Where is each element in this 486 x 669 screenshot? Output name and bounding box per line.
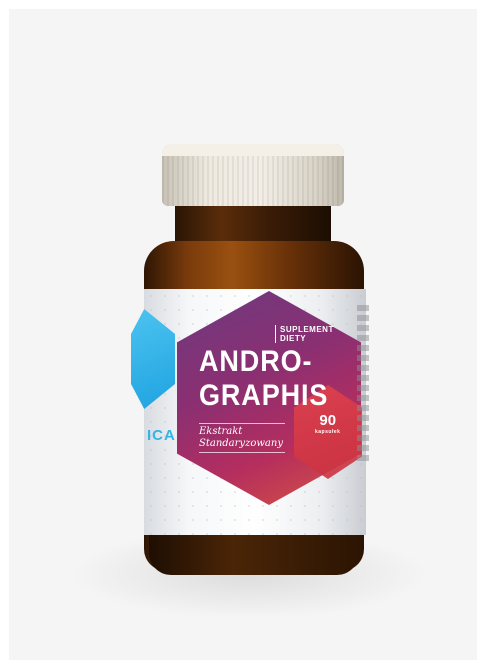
capsule-count-unit: kapsułek	[315, 429, 341, 435]
label-side-text	[357, 305, 369, 465]
subtitle-line-1: Ekstrakt	[199, 426, 243, 437]
product-name-line-1: ANDRO-	[199, 345, 313, 378]
capsule-count: 90 kapsułek	[315, 413, 340, 436]
subtitle-rule-top	[199, 423, 285, 424]
bottle-cap-top	[162, 144, 344, 156]
capsule-count-number: 90	[319, 412, 337, 429]
category-line-1: SUPLEMENT	[280, 325, 334, 334]
product-name: ANDRO- GRAPHIS	[199, 345, 328, 413]
jar-bottom	[149, 529, 359, 575]
label-accent-hexagon	[294, 385, 362, 479]
product-subtitle: Ekstrakt Standaryzowany	[199, 421, 285, 455]
category-label: SUPLEMENT DIETY	[275, 325, 334, 343]
category-line-2: DIETY	[280, 334, 307, 343]
product-photo: ICA SUPLEMENT DIETY ANDRO- GRAPHIS Ekstr…	[9, 9, 477, 660]
brand-name: ICA	[147, 427, 176, 444]
subtitle-rule-bottom	[199, 452, 285, 453]
subtitle-line-2: Standaryzowany	[199, 438, 283, 449]
product-name-line-2: GRAPHIS	[199, 379, 329, 412]
